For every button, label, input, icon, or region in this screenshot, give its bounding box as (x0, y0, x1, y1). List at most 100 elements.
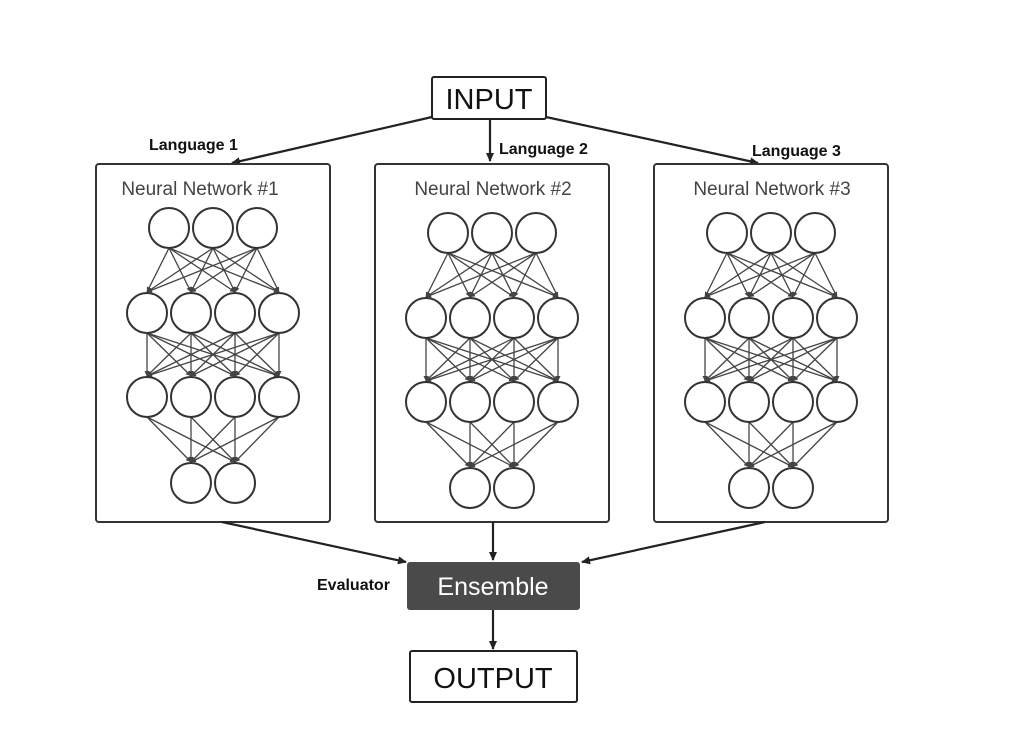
network-2-edge (425, 252, 449, 298)
network-1-layer-3-neuron (126, 376, 168, 418)
network-1-edge (146, 247, 170, 293)
network-2-edge (513, 421, 559, 468)
ensemble-label: Ensemble (437, 573, 548, 601)
network-3-edge (704, 421, 750, 468)
network-1-edge (256, 247, 280, 293)
network-1-edge (190, 332, 280, 377)
network-2-layer-1-neuron (471, 212, 513, 254)
language-1-label: Language 1 (149, 137, 238, 154)
network-1-panel: Neural Network #1 (95, 163, 331, 523)
network-2-edge (535, 252, 559, 298)
network-3-edge (704, 337, 750, 382)
network-1-edge (146, 332, 192, 377)
network-1-edge (146, 332, 280, 377)
network-1-graph (126, 207, 300, 504)
network-1-layer-2-neuron (258, 292, 300, 334)
network-1-layer-2-neuron (126, 292, 168, 334)
language-3-label: Language 3 (752, 143, 841, 160)
network-3-edge (704, 252, 772, 298)
network-2-edge (469, 421, 515, 468)
network-1-layer-3-neuron (258, 376, 300, 418)
network-3-edge (704, 252, 728, 298)
network-2-layer-1-neuron (427, 212, 469, 254)
network-1-layer-4-neuron (170, 462, 212, 504)
network-2-edge (469, 337, 559, 382)
network-1-edge (146, 332, 236, 377)
network-2-panel: Neural Network #2 (374, 163, 610, 523)
network-1-layer-3-neuron (170, 376, 212, 418)
network-2-edge (425, 337, 559, 382)
network-3-layer-2-neuron (684, 297, 726, 339)
network-2-layer-2-neuron (405, 297, 447, 339)
network-2-layer-3-neuron (537, 381, 579, 423)
network-3-layer-3-neuron (684, 381, 726, 423)
output-node: OUTPUT (409, 650, 578, 703)
network-3-layer-1-neuron (750, 212, 792, 254)
network-2-edge (469, 252, 537, 298)
output-label: OUTPUT (433, 663, 553, 695)
network-3-title: Neural Network #3 (693, 179, 850, 200)
network-3-edge (704, 337, 838, 382)
network-2-layer-3-neuron (405, 381, 447, 423)
network-1-edge (146, 416, 192, 463)
network-3-layer-2-neuron (816, 297, 858, 339)
network-3-layer-4-neuron (772, 467, 814, 509)
network-3-layer-3-neuron (772, 381, 814, 423)
network-2-layer-2-neuron (537, 297, 579, 339)
network-2-edge (425, 252, 537, 298)
network-1-layer-2-neuron (170, 292, 212, 334)
network-1-edge (190, 416, 280, 463)
network-1-edge (234, 332, 280, 377)
network-2-edge (425, 252, 493, 298)
network-2-edge (425, 421, 471, 468)
network-1-edge (190, 416, 236, 463)
network-3-layer-1-neuron (706, 212, 748, 254)
network-1-layer-2-neuron (214, 292, 256, 334)
ensemble-node: Ensemble (407, 562, 580, 610)
network-1-edge (146, 247, 258, 293)
network-2-layer-2-neuron (493, 297, 535, 339)
network-3-panel: Neural Network #3 (653, 163, 889, 523)
network-1-layer-1-neuron (236, 207, 278, 249)
network-3-edge (748, 421, 838, 468)
network-3-layer-3-neuron (816, 381, 858, 423)
network-3-edge (748, 252, 816, 298)
network-1-to-ensemble-arrow (221, 520, 407, 565)
network-2-layer-3-neuron (493, 381, 535, 423)
network-2-layer-3-neuron (449, 381, 491, 423)
network-3-layer-2-neuron (728, 297, 770, 339)
network-1-layer-4-neuron (214, 462, 256, 504)
network-3-edge (792, 421, 838, 468)
network-2-graph (405, 212, 579, 509)
network-3-layer-4-neuron (728, 467, 770, 509)
network-3-graph (684, 212, 858, 509)
network-3-edge (792, 337, 838, 382)
network-2-layer-2-neuron (449, 297, 491, 339)
network-1-edge (234, 416, 280, 463)
network-1-edge (190, 247, 258, 293)
network-3-edge (748, 421, 794, 468)
network-1-layer-1-neuron (148, 207, 190, 249)
network-3-edge (814, 252, 838, 298)
network-2-layer-1-neuron (515, 212, 557, 254)
network-3-to-ensemble-arrow (581, 520, 766, 565)
evaluator-label: Evaluator (317, 577, 390, 594)
network-3-edge (748, 337, 838, 382)
network-2-layer-4-neuron (449, 467, 491, 509)
network-2-edge (425, 337, 515, 382)
network-2-edge (469, 421, 559, 468)
input-label: INPUT (446, 84, 533, 116)
network-3-layer-2-neuron (772, 297, 814, 339)
network-1-layer-1-neuron (192, 207, 234, 249)
language-2-label: Language 2 (499, 141, 588, 158)
network-2-edge (425, 337, 471, 382)
network-2-edge (513, 337, 559, 382)
network-3-layer-3-neuron (728, 381, 770, 423)
network-2-edge (513, 252, 537, 298)
network-2-title: Neural Network #2 (414, 179, 571, 200)
input-node: INPUT (431, 76, 547, 120)
network-1-title: Neural Network #1 (121, 179, 278, 200)
network-1-edge (234, 247, 258, 293)
input-to-network-3-arrow (545, 115, 759, 166)
